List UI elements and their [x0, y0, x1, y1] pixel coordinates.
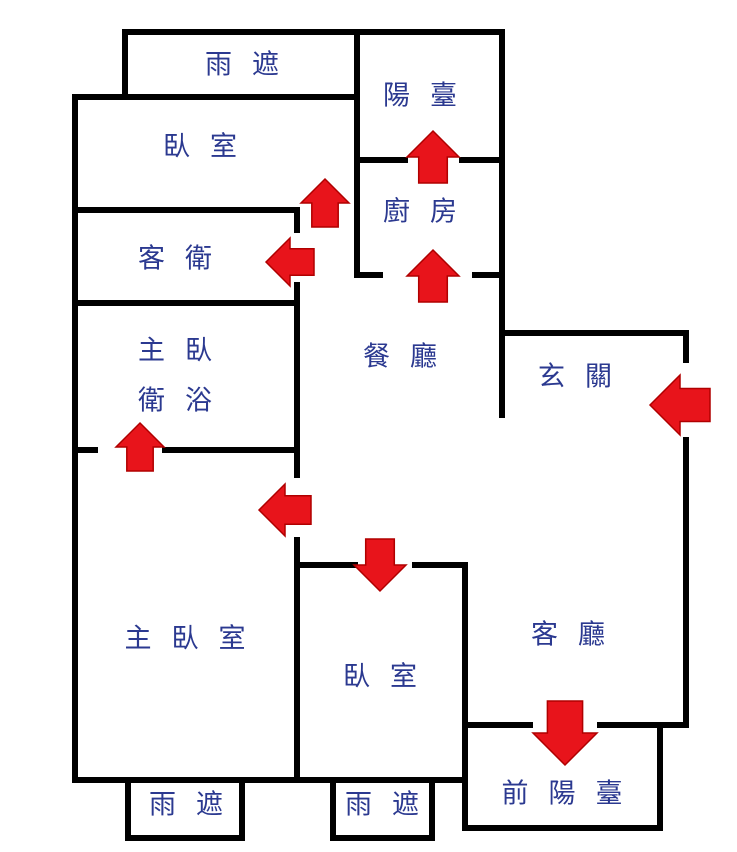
arrow-to-bedroom-bottom-icon: [352, 538, 408, 593]
room-labels: 雨遮 陽臺 臥室 廚房 客衛 主臥 衛浴 餐廳 玄關 主臥室 臥室 客廳 前陽臺…: [125, 50, 643, 821]
arrow-to-rear-balcony-icon: [405, 129, 461, 184]
arrow-to-guest-bath-icon: [264, 236, 315, 288]
arrow-to-kitchen-icon: [405, 248, 461, 303]
arrow-entrance-in-icon: [648, 373, 711, 437]
label-front-balcony: 前陽臺: [502, 779, 643, 810]
label-canopy-right: 雨遮: [345, 790, 439, 821]
label-master-bedroom: 主臥室: [125, 624, 266, 655]
arrows: [114, 129, 711, 767]
label-kitchen: 廚房: [383, 197, 477, 228]
arrow-to-front-balcony-icon: [531, 700, 599, 767]
label-canopy-left: 雨遮: [149, 790, 243, 821]
label-living: 客廳: [531, 620, 625, 651]
label-master-bath-2: 衛浴: [138, 386, 232, 417]
label-entrance: 玄關: [538, 362, 632, 393]
label-master-bath-1: 主臥: [138, 336, 232, 367]
arrow-to-master-bedroom-icon: [257, 482, 312, 538]
label-dining: 餐廳: [363, 342, 457, 373]
label-rear-balcony: 陽臺: [383, 81, 477, 112]
label-bedroom-bottom: 臥室: [343, 662, 437, 693]
label-bedroom-top: 臥室: [163, 132, 257, 163]
arrow-to-bedroom-top-icon: [299, 177, 351, 228]
label-top-canopy: 雨遮: [205, 50, 299, 81]
arrow-to-master-bath-icon: [114, 421, 166, 472]
walls: [72, 29, 689, 841]
label-guest-bath: 客衛: [138, 244, 232, 275]
